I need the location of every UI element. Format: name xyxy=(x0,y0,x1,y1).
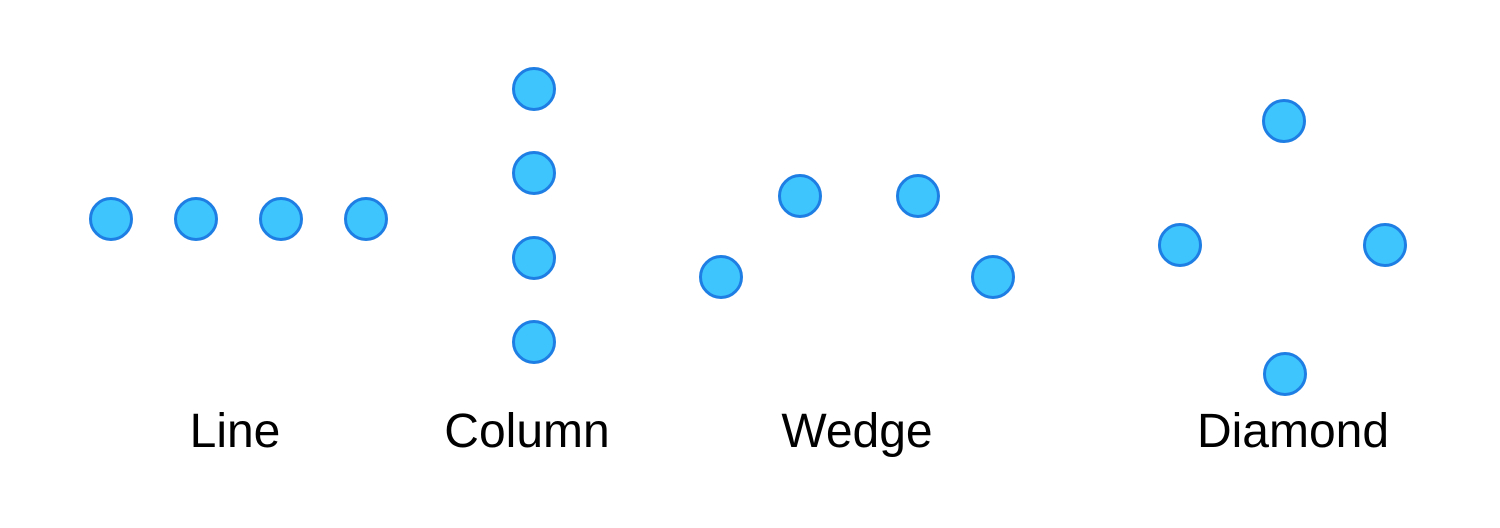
formation-label-wedge: Wedge xyxy=(781,405,933,458)
unit-node xyxy=(89,197,133,241)
unit-node xyxy=(512,67,556,111)
unit-node xyxy=(896,174,940,218)
unit-node xyxy=(699,255,743,299)
unit-node xyxy=(512,236,556,280)
unit-node xyxy=(259,197,303,241)
unit-node xyxy=(512,151,556,195)
unit-node xyxy=(1263,352,1307,396)
unit-node xyxy=(174,197,218,241)
formation-label-diamond: Diamond xyxy=(1196,405,1390,458)
formation-label-line: Line xyxy=(189,405,281,458)
formation-label-column: Column xyxy=(444,405,610,458)
unit-node xyxy=(1363,223,1407,267)
unit-node xyxy=(778,174,822,218)
unit-node xyxy=(344,197,388,241)
unit-node xyxy=(512,320,556,364)
unit-node xyxy=(1158,223,1202,267)
unit-node xyxy=(971,255,1015,299)
unit-node xyxy=(1262,99,1306,143)
